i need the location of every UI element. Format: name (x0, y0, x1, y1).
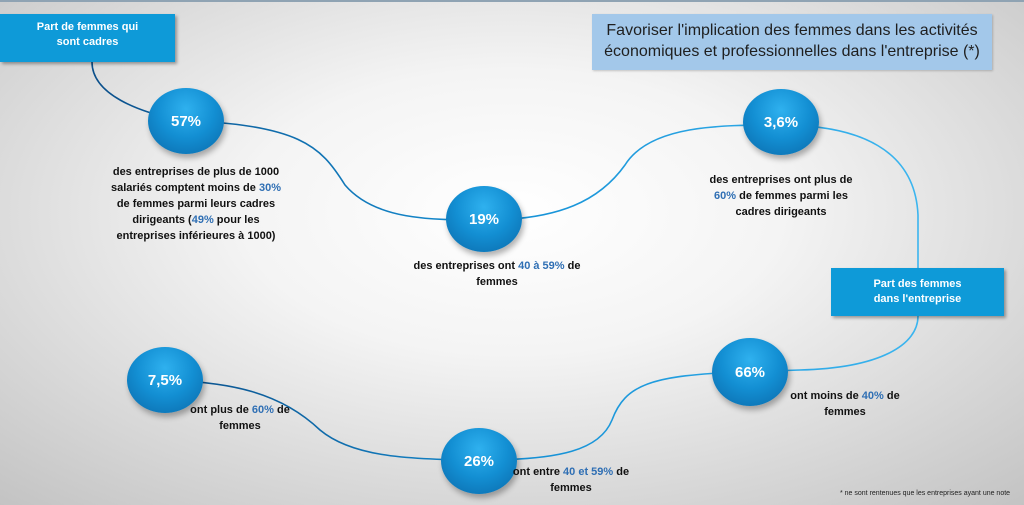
stat-bubble-1: 57% (148, 88, 224, 154)
stat-bubble-6: 7,5% (127, 347, 203, 413)
stat-bubble-2: 19% (446, 186, 522, 252)
label-box-entreprise: Part des femmes dans l'entreprise (831, 268, 1004, 316)
footnote: * ne sont rentenues que les entreprises … (840, 490, 1011, 497)
stat-bubble-4: 66% (712, 338, 788, 406)
stat-bubble-5: 26% (441, 428, 517, 494)
stat-description-4: ont moins de 40% de femmes (790, 390, 900, 418)
stat-description-5: ont entre 40 et 59% de femmes (512, 466, 630, 494)
bottom-curve (163, 315, 919, 461)
page-title: Favoriser l'implication des femmes dans … (592, 14, 992, 70)
top-border (0, 0, 1024, 2)
stat-description-1: des entreprises de plus de 1000 salariés… (111, 166, 281, 242)
stat-description-6: ont plus de 60% de femmes (190, 404, 290, 432)
stat-description-3: des entreprises ont plus de 60% de femme… (709, 174, 853, 218)
stat-description-2: des entreprises ont 40 à 59% de femmes (413, 260, 581, 288)
stat-bubble-3: 3,6% (743, 89, 819, 155)
label-box-cadres: Part de femmes qui sont cadres (0, 14, 175, 62)
